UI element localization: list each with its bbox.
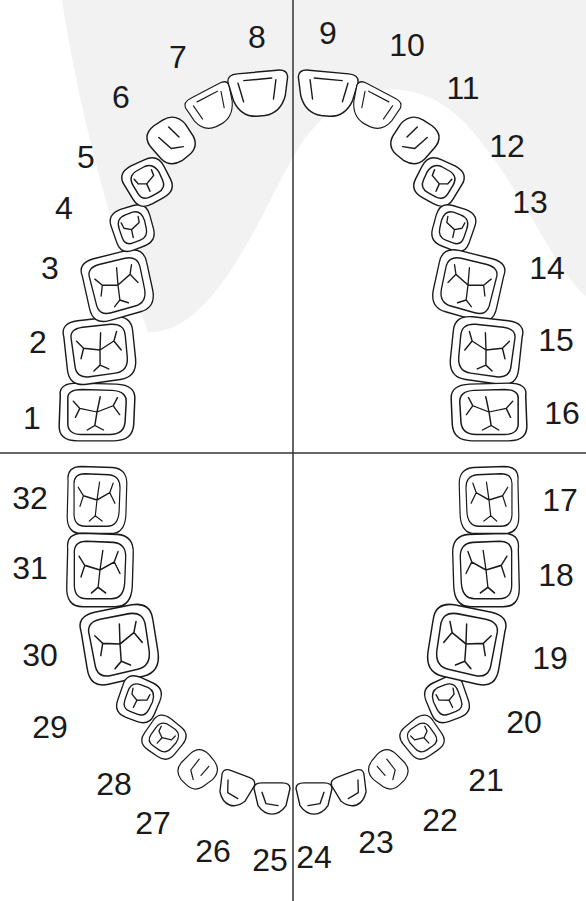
tooth-number: 26 <box>195 835 231 867</box>
tooth-number: 16 <box>544 397 580 429</box>
tooth-number: 5 <box>77 141 95 173</box>
tooth-number: 14 <box>529 252 565 284</box>
tooth-number: 15 <box>538 324 574 356</box>
tooth-number: 18 <box>538 559 574 591</box>
occlusal-line <box>0 452 586 454</box>
tooth-number: 13 <box>512 186 548 218</box>
tooth-number: 21 <box>468 764 504 796</box>
gum-shading <box>62 0 586 332</box>
tooth-number: 9 <box>319 17 337 49</box>
tooth-number: 32 <box>12 482 48 514</box>
tooth-number: 7 <box>169 41 187 73</box>
tooth-number: 4 <box>55 192 73 224</box>
tooth-number: 19 <box>532 642 568 674</box>
tooth-number: 28 <box>96 768 132 800</box>
tooth-number: 23 <box>358 826 394 858</box>
tooth-number: 12 <box>489 130 525 162</box>
tooth-number: 25 <box>252 844 288 876</box>
tooth-number: 10 <box>389 29 425 61</box>
tooth-number: 2 <box>29 326 47 358</box>
tooth-number: 24 <box>296 841 332 873</box>
tooth-number: 11 <box>446 72 479 104</box>
tooth-number: 3 <box>41 252 59 284</box>
tooth-number: 20 <box>506 706 542 738</box>
tooth-number: 30 <box>22 639 58 671</box>
tooth-number: 31 <box>12 552 48 584</box>
tooth-number: 1 <box>23 402 41 434</box>
tooth-number: 6 <box>112 81 130 113</box>
tooth-number: 29 <box>32 711 68 743</box>
tooth-number: 17 <box>542 484 578 516</box>
tooth-number: 27 <box>135 807 171 839</box>
tooth-number: 8 <box>248 21 266 53</box>
tooth-number: 22 <box>422 804 458 836</box>
midline <box>292 0 294 901</box>
